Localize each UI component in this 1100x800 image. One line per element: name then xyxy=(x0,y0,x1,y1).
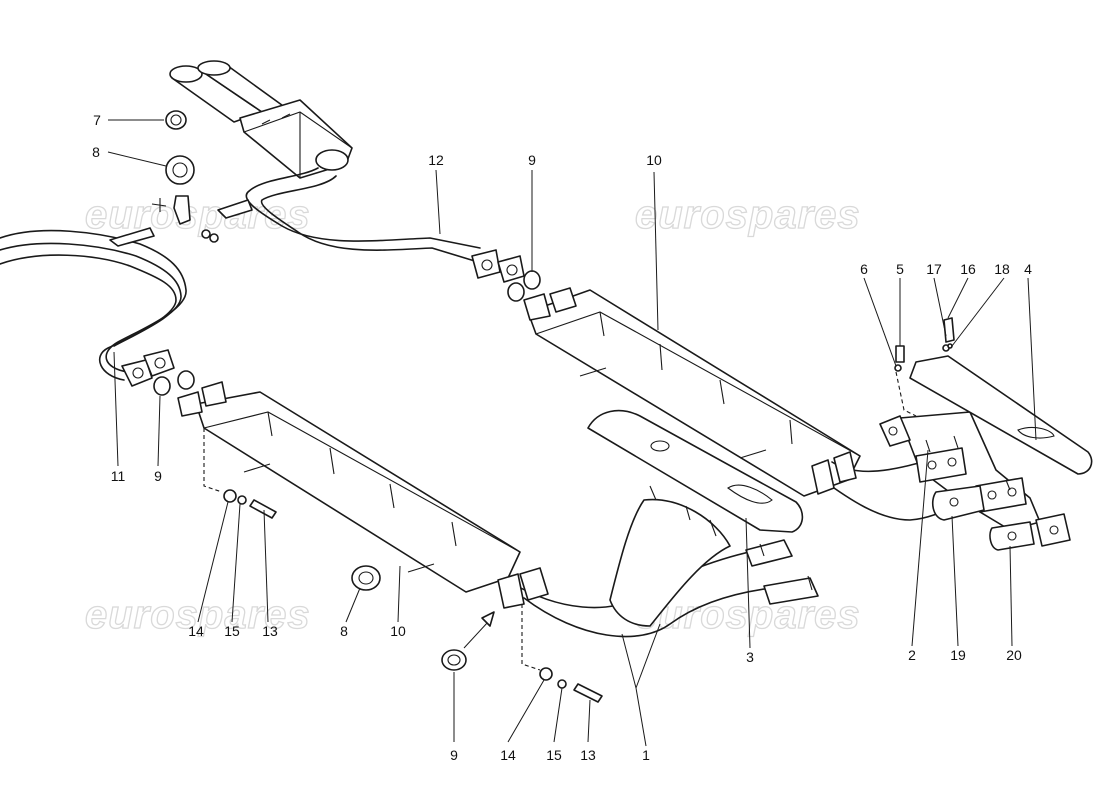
ring-9-left xyxy=(153,376,171,396)
pipe-11-upper xyxy=(0,229,187,373)
callout-9-bottom: 9 xyxy=(450,747,458,763)
bolt-13-left xyxy=(249,499,277,519)
pipe-11-lower xyxy=(0,254,177,381)
callout-3: 3 xyxy=(746,649,754,665)
callout-16: 16 xyxy=(960,261,976,277)
silencer-10-left xyxy=(177,381,521,593)
ring-8-top xyxy=(165,155,195,185)
leader-lines xyxy=(107,119,1037,743)
callout-12: 12 xyxy=(428,152,444,168)
callout-15-left: 15 xyxy=(224,623,240,639)
rear-silencer xyxy=(169,60,353,179)
ring-9-top-b xyxy=(523,270,541,290)
pipe-11-mid xyxy=(0,242,182,347)
watermark-top-right: eurospares xyxy=(635,193,861,237)
mount-bracket-top xyxy=(217,199,253,219)
bolt-16 xyxy=(943,317,955,343)
callout-20: 20 xyxy=(1006,647,1022,663)
ring-9-top xyxy=(507,282,525,302)
callout-9-top: 9 xyxy=(528,152,536,168)
callout-9-left: 9 xyxy=(154,468,162,484)
callouts: 7 8 12 9 10 6 5 17 16 18 4 11 9 14 15 13… xyxy=(92,112,1032,763)
ring-8-bottom xyxy=(351,565,381,591)
callout-18: 18 xyxy=(994,261,1010,277)
callout-13-left: 13 xyxy=(262,623,278,639)
ring-9-bottom xyxy=(441,649,467,671)
callout-4: 4 xyxy=(1024,261,1032,277)
arrow-head xyxy=(481,611,495,627)
silencer-10-right xyxy=(523,287,861,497)
watermark-top-left: eurospares xyxy=(85,193,311,237)
leader-1 xyxy=(635,687,647,747)
pipe-12-upper xyxy=(245,167,481,249)
mount-bracket-left xyxy=(109,227,155,247)
flange-1-right xyxy=(519,567,549,601)
callout-6: 6 xyxy=(860,261,868,277)
pipe-1-manifold-body xyxy=(609,498,731,627)
flange-2-b xyxy=(833,451,857,483)
flange-11b xyxy=(143,349,175,377)
pipe-12-lower xyxy=(260,175,479,263)
callout-14-bottom: 14 xyxy=(500,747,516,763)
washer-18 xyxy=(947,343,953,349)
callout-7: 7 xyxy=(93,112,101,128)
hanger-bracket xyxy=(173,195,191,225)
manifold-2-flange-end xyxy=(879,415,911,447)
nut-14-bottom xyxy=(539,667,553,681)
bolt-13-bottom xyxy=(573,683,603,703)
flange-1-end-a xyxy=(745,539,793,567)
callout-10-right: 10 xyxy=(646,152,662,168)
callout-5: 5 xyxy=(896,261,904,277)
guide-14-bottom xyxy=(521,604,541,671)
bolt-5 xyxy=(895,345,905,363)
nut-14-left xyxy=(223,489,237,503)
callout-17: 17 xyxy=(926,261,942,277)
pipe-1-front-b xyxy=(523,585,791,638)
washer-15-left xyxy=(237,495,247,505)
flange-11a xyxy=(121,359,153,387)
gasket-20 xyxy=(989,521,1035,551)
heat-shield-4 xyxy=(909,355,1093,475)
washer-6 xyxy=(894,364,902,372)
callout-13-bottom: 13 xyxy=(580,747,596,763)
callout-8-bottom: 8 xyxy=(340,623,348,639)
heat-shield-3 xyxy=(587,409,804,533)
callout-19: 19 xyxy=(950,647,966,663)
manifold-2-port-a xyxy=(915,447,967,483)
flange-1-left xyxy=(497,573,525,609)
callout-10-left: 10 xyxy=(390,623,406,639)
watermark-bottom-left: eurospares xyxy=(85,593,311,637)
flange-1-end-b xyxy=(763,577,819,605)
insert-arrow xyxy=(463,621,489,649)
flange-12b xyxy=(497,255,525,283)
ring-7 xyxy=(165,110,187,130)
guide-5 xyxy=(895,371,917,417)
ring-9-left-b xyxy=(177,370,195,390)
callout-15-bottom: 15 xyxy=(546,747,562,763)
nut-top-1 xyxy=(201,229,211,239)
flange-2-a xyxy=(811,459,835,495)
washer-15-bottom xyxy=(557,679,567,689)
nut-top-2 xyxy=(209,233,219,243)
manifold-2-port-c xyxy=(1035,513,1071,547)
guide-14-left xyxy=(203,428,223,493)
callout-8-top: 8 xyxy=(92,144,100,160)
callout-14-left: 14 xyxy=(188,623,204,639)
callout-11: 11 xyxy=(111,468,126,484)
callout-2: 2 xyxy=(908,647,916,663)
watermarks: eurospares eurospares eurospares eurospa… xyxy=(84,192,861,637)
callout-1: 1 xyxy=(642,747,650,763)
flange-12a xyxy=(471,249,501,279)
